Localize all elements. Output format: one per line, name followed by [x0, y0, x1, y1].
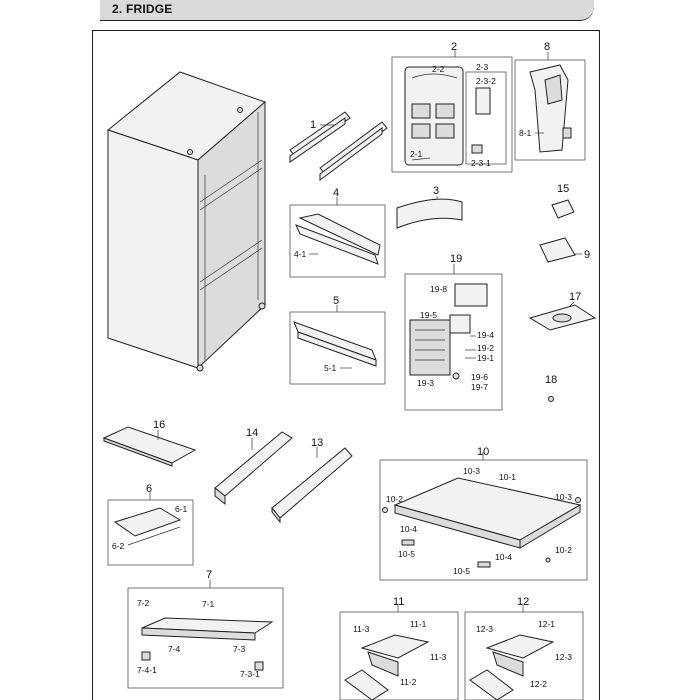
callout-11-3-left: 11-3	[353, 624, 370, 634]
callout-16: 16	[153, 419, 165, 431]
callout-5: 5	[333, 295, 339, 307]
part-2-assembly	[391, 50, 513, 173]
callout-19: 19	[450, 253, 462, 265]
part-14	[214, 431, 293, 506]
callout-19-5: 19-5	[420, 310, 437, 320]
fridge-cabinet	[106, 71, 266, 372]
callout-2: 2	[451, 41, 457, 53]
section-title: 2. FRIDGE	[112, 2, 173, 16]
callout-7-2: 7-2	[137, 598, 150, 608]
part-5	[289, 305, 386, 385]
callout-10-2-left: 10-2	[386, 494, 403, 504]
callout-10-5-left: 10-5	[398, 549, 415, 559]
callout-12-1: 12-1	[538, 619, 555, 629]
callout-8-1: 8-1	[519, 128, 532, 138]
part-15	[551, 199, 575, 219]
callout-10-3-top: 10-3	[463, 466, 480, 476]
callout-12: 12	[517, 596, 529, 608]
part-10	[379, 452, 588, 581]
callout-2-3-1: 2-3-1	[471, 158, 491, 168]
part-17	[528, 301, 597, 331]
callout-7-3-1: 7-3-1	[240, 669, 260, 679]
callout-10-4-right: 10-4	[495, 552, 512, 562]
callout-17: 17	[569, 291, 581, 303]
part-13	[271, 447, 353, 524]
callout-8: 8	[544, 41, 550, 53]
callout-10-4-left: 10-4	[400, 524, 417, 534]
callout-19-3: 19-3	[417, 378, 434, 388]
part-7	[127, 580, 284, 689]
callout-10: 10	[477, 446, 489, 458]
callout-7-4-1: 7-4-1	[137, 665, 157, 675]
callout-3: 3	[433, 185, 439, 197]
callout-12-3-right: 12-3	[555, 652, 572, 662]
callout-19-4: 19-4	[477, 330, 494, 340]
callout-6-2: 6-2	[112, 541, 125, 551]
callout-9: 9	[584, 249, 590, 261]
callout-10-2-right: 10-2	[555, 545, 572, 555]
callout-19-2: 19-2	[477, 343, 494, 353]
callout-2-3-2: 2-3-2	[476, 76, 496, 86]
callout-2-3: 2-3	[476, 62, 489, 72]
part-11	[339, 605, 459, 700]
part-4	[289, 197, 386, 278]
callout-4: 4	[333, 187, 339, 199]
part-12	[464, 605, 584, 700]
part-3	[396, 196, 463, 229]
callout-10-5-right: 10-5	[453, 566, 470, 576]
part-18	[548, 396, 554, 402]
callout-5-1: 5-1	[324, 363, 337, 373]
part-9	[539, 237, 582, 263]
callout-18: 18	[545, 374, 557, 386]
callout-19-1: 19-1	[477, 353, 494, 363]
part-19	[404, 264, 503, 411]
callout-2-2: 2-2	[432, 64, 445, 74]
callout-7: 7	[206, 569, 212, 581]
part-1-rails	[289, 111, 388, 181]
callout-15: 15	[557, 183, 569, 195]
callout-11-2: 11-2	[400, 677, 417, 687]
callout-11: 11	[393, 596, 404, 608]
callout-2-1: 2-1	[410, 149, 423, 159]
callout-19-6: 19-6	[471, 372, 488, 382]
callout-13: 13	[311, 437, 323, 449]
callout-7-3: 7-3	[233, 644, 246, 654]
callout-11-1: 11-1	[410, 619, 427, 629]
callout-6-1: 6-1	[175, 504, 188, 514]
callout-10-1: 10-1	[499, 472, 516, 482]
section-header-bar	[100, 0, 594, 21]
callout-12-2: 12-2	[530, 679, 547, 689]
callout-7-1: 7-1	[202, 599, 215, 609]
callout-14: 14	[246, 427, 258, 439]
part-8	[514, 52, 586, 161]
callout-6: 6	[146, 483, 152, 495]
callout-12-3-left: 12-3	[476, 624, 493, 634]
callout-1: 1	[310, 119, 316, 131]
callout-7-4: 7-4	[168, 644, 181, 654]
diagram-frame	[92, 30, 600, 700]
callout-19-8: 19-8	[430, 284, 447, 294]
callout-4-1: 4-1	[294, 249, 307, 259]
callout-11-3-right: 11-3	[430, 652, 447, 662]
part-16	[102, 426, 197, 467]
callout-10-3-right: 10-3	[555, 492, 572, 502]
callout-19-7: 19-7	[471, 382, 488, 392]
part-6	[107, 492, 194, 566]
